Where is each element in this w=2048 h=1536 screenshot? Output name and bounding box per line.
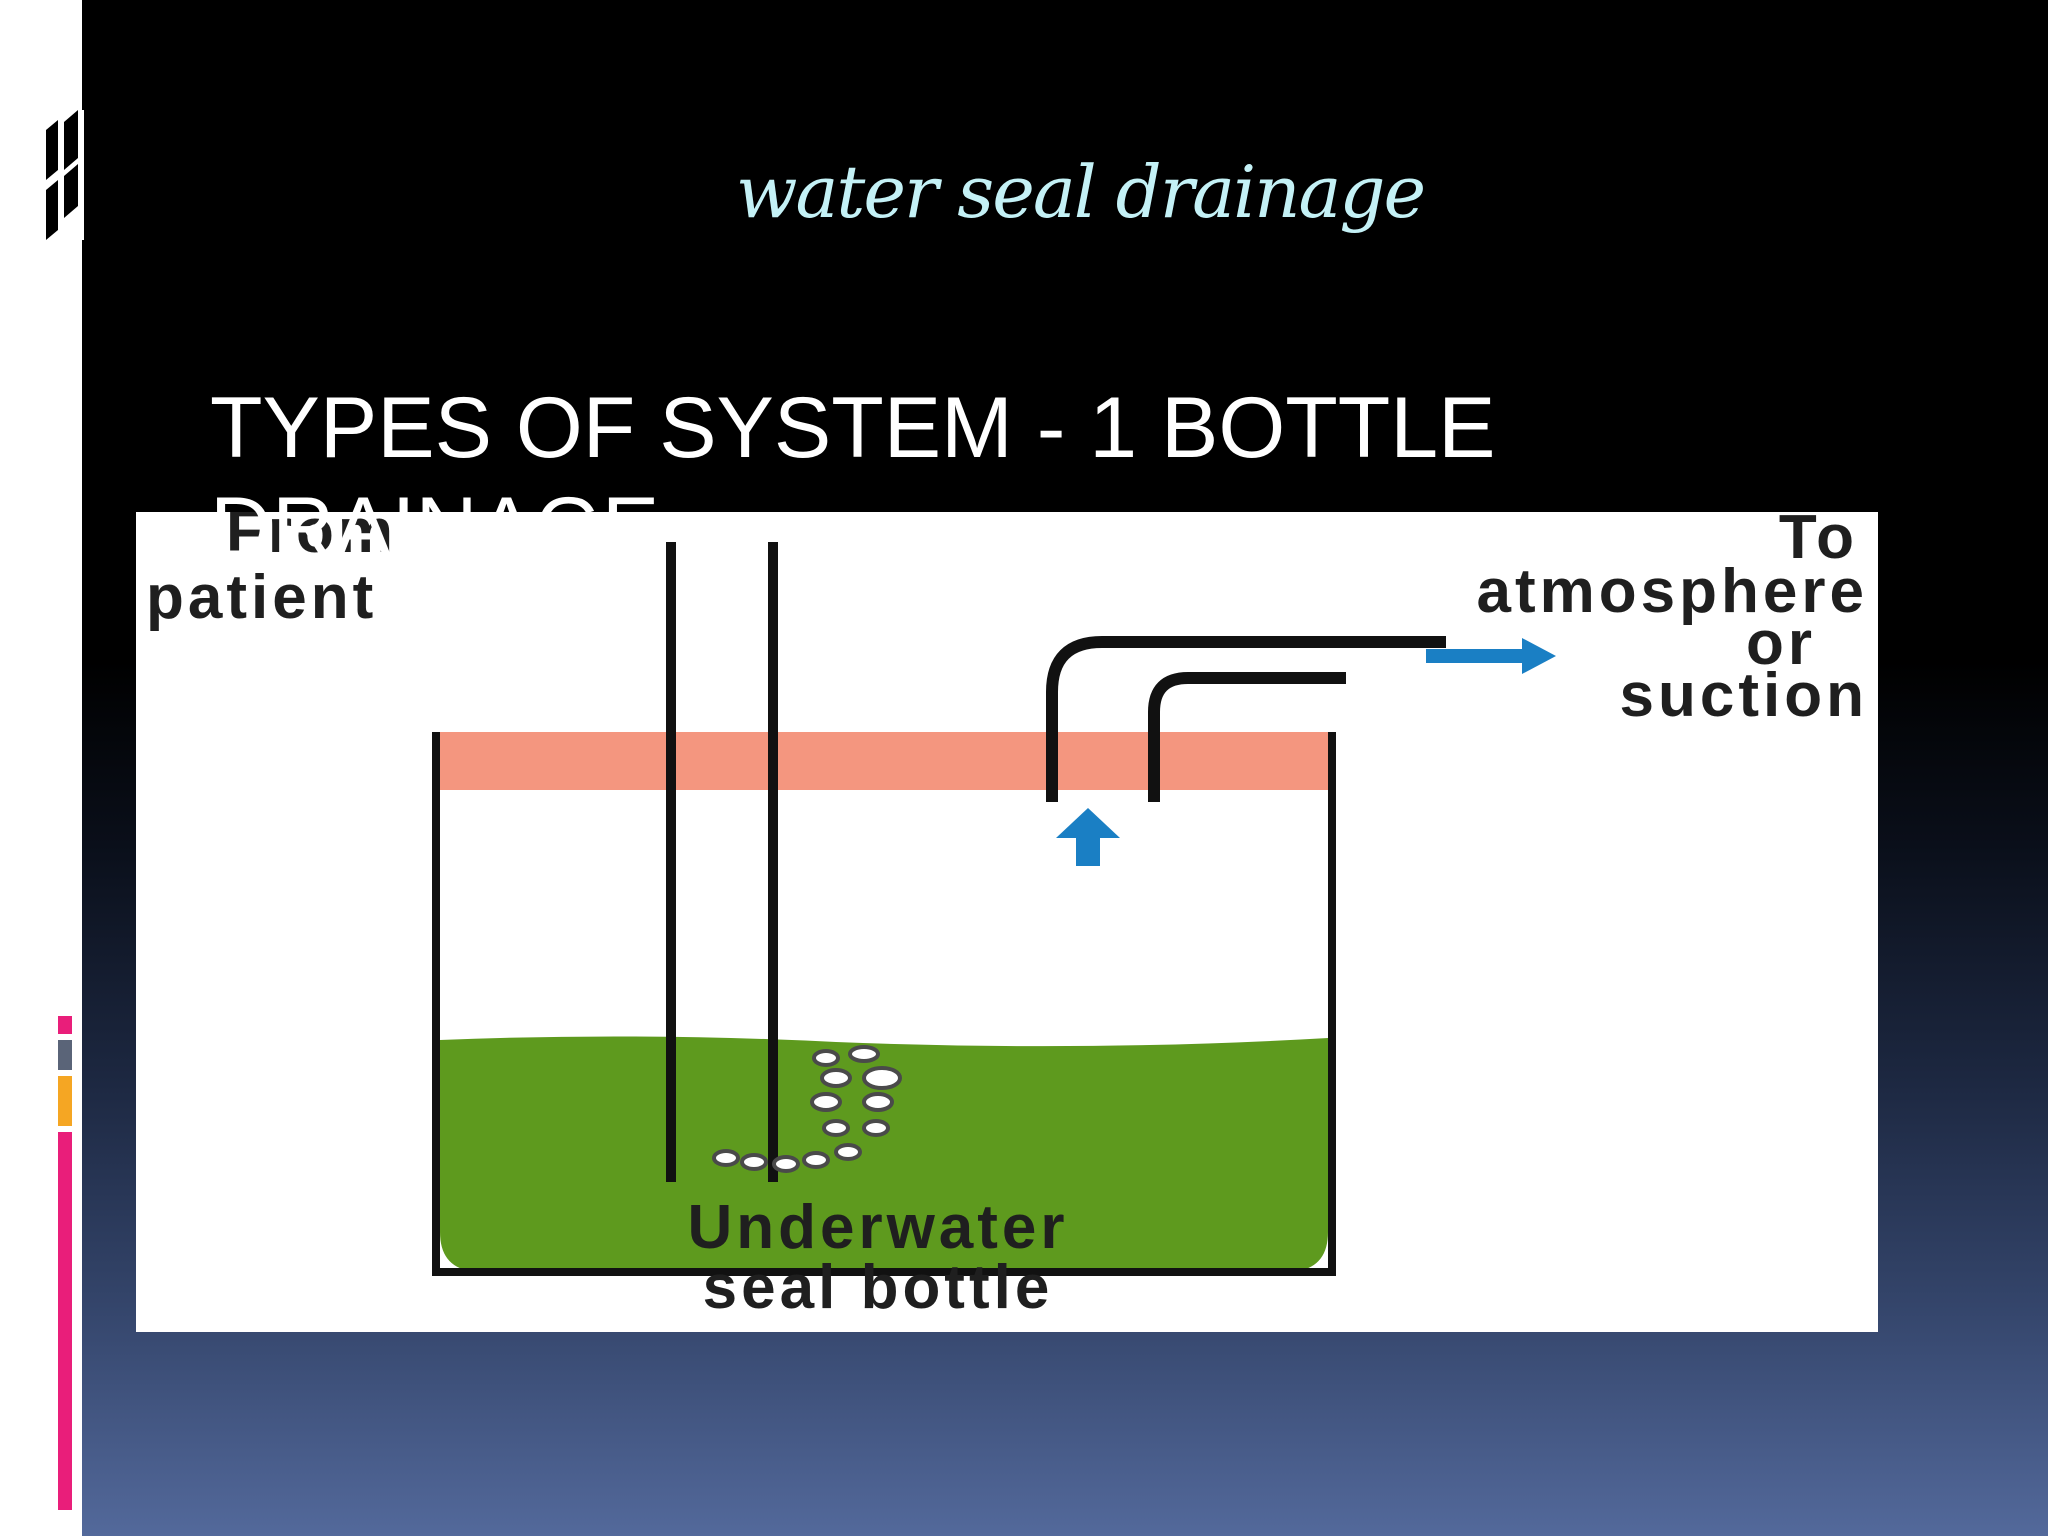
arrow-up-icon <box>1056 808 1120 866</box>
ribbon-orange <box>58 1076 72 1126</box>
bottle-bottom <box>432 1268 1336 1276</box>
ribbon-pink-top <box>58 1016 72 1034</box>
ribbon-gray <box>58 1040 72 1070</box>
patient-tube-right <box>768 542 778 1182</box>
label-from: From <box>226 512 397 566</box>
label-underwater: Underwater <box>687 1193 1068 1262</box>
label-or: or <box>1746 609 1816 678</box>
label-patient: patient <box>146 563 377 632</box>
label-seal-bottle: seal bottle <box>703 1253 1054 1322</box>
ribbon-pink-long <box>58 1132 72 1510</box>
outlet-tube-inner <box>1148 672 1346 802</box>
label-atmosphere: atmosphere <box>1477 557 1868 626</box>
label-to: To <box>1779 512 1858 572</box>
grid-decoration-icon <box>40 110 84 240</box>
slide-title: water seal drainage <box>735 150 1426 234</box>
water-seal-diagram: From patient To atmosphere or suction Un… <box>136 512 1878 1332</box>
patient-tube-left <box>666 542 676 1182</box>
air-bubbles <box>712 1045 902 1173</box>
label-suction: suction <box>1620 661 1868 730</box>
diagram-svg: From patient To atmosphere or suction Un… <box>146 512 1868 1322</box>
bottle-left-wall <box>432 732 440 1272</box>
outlet-tube-outer <box>1046 636 1446 802</box>
arrow-right-icon <box>1426 638 1556 674</box>
bottle-right-wall <box>1328 732 1336 1272</box>
bottle-cap <box>440 732 1328 790</box>
slide-subtitle: TYPES OF SYSTEM - 1 BOTTLE DRAINAGE <box>210 380 1496 576</box>
bottle-water <box>440 1036 1328 1272</box>
